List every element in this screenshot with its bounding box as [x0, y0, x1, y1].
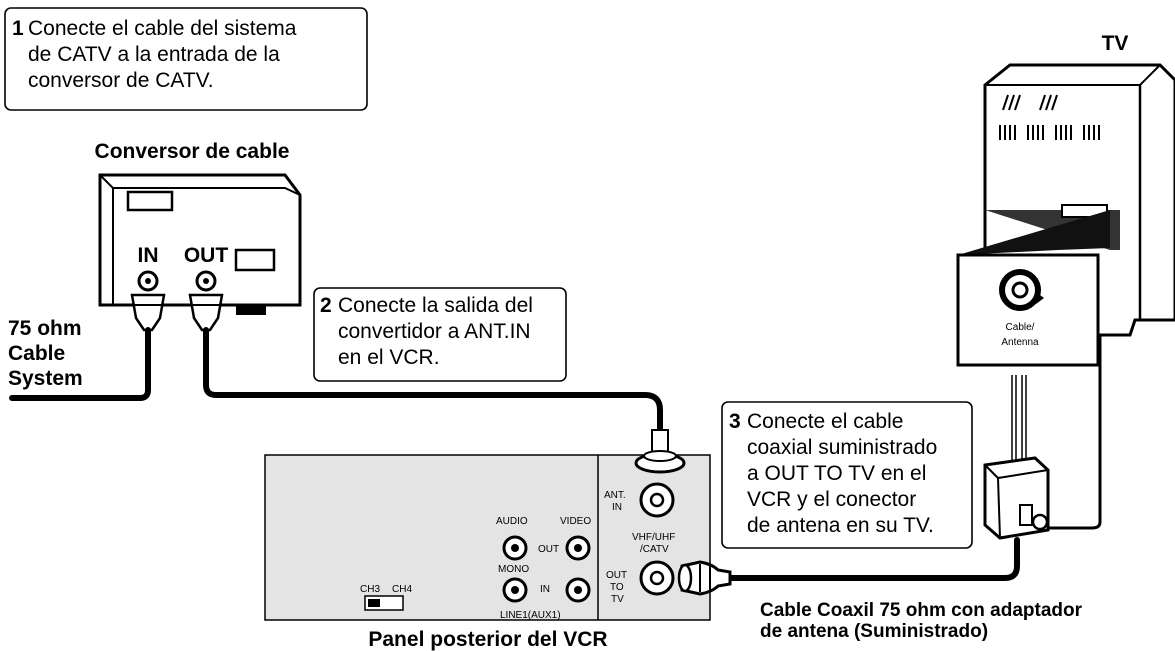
antenna-adaptor	[983, 375, 1050, 540]
cable-system-line-1: 75 ohm	[8, 317, 82, 340]
step-2-line-3: en el VCR.	[338, 346, 440, 369]
step-1-line-1: Conecte el cable del sistema	[28, 17, 297, 40]
vcr-to-tv-wire	[727, 537, 1020, 581]
step-3-line-1: Conecte el cable	[747, 410, 903, 433]
vcr-vhf-label-2: /CATV	[640, 544, 669, 555]
step-3-line-2: coaxial suministrado	[747, 436, 937, 459]
cable-system-wire	[9, 327, 151, 401]
step-2-line-2: convertidor a ANT.IN	[338, 320, 531, 343]
vcr-rear-panel: CH3 CH4 AUDIO VIDEO OUT MONO IN LINE1(AU…	[264, 454, 711, 621]
tv-jack-label-2: Antenna	[1001, 337, 1039, 348]
step-2-number: 2	[320, 294, 332, 317]
coax-caption-line-2: de antena (Suministrado)	[760, 621, 988, 642]
vcr-line1-label: LINE1(AUX1)	[500, 610, 561, 621]
vcr-ch4-label: CH4	[392, 584, 412, 595]
step-3-line-3: a OUT TO TV en el	[747, 462, 926, 485]
vcr-mono-label: MONO	[498, 564, 529, 575]
step-1-number: 1	[12, 17, 24, 40]
cable-system-line-2: Cable	[8, 342, 65, 365]
vcr-av-out-label: OUT	[538, 544, 559, 555]
vcr-ant-in-label-1: ANT.	[604, 490, 626, 501]
cable-system-label: 75 ohm Cable System	[8, 317, 83, 390]
vcr-vhf-label-1: VHF/UHF	[632, 532, 675, 543]
vcr-out-to-tv-label-1: OUT	[606, 570, 627, 581]
converter-in-label: IN	[138, 244, 159, 267]
step-3-line-5: de antena en su TV.	[747, 514, 934, 537]
vcr-out-to-tv-label-3: TV	[611, 594, 624, 605]
step-2-box: 2 Conecte la salida del convertidor a AN…	[313, 287, 567, 382]
vcr-ant-in-label-2: IN	[612, 502, 622, 513]
tv-antenna-zoom-panel: Cable/ Antenna	[956, 253, 1100, 367]
vcr-ch3-label: CH3	[360, 584, 380, 595]
converter-out-label: OUT	[184, 244, 229, 267]
step-1-line-2: de CATV a la entrada de la	[28, 43, 280, 66]
step-1-box: 1 Conecte el cable del sistema de CATV a…	[4, 7, 368, 111]
cables	[9, 327, 1020, 581]
vcr-av-in-label: IN	[540, 584, 550, 595]
step-3-number: 3	[729, 410, 741, 433]
ant-in-connector	[634, 429, 686, 474]
tv-jack-label-1: Cable/	[1006, 322, 1035, 333]
vcr-out-to-tv-label-2: TO	[610, 582, 624, 593]
converter-to-vcr-wire	[203, 327, 663, 435]
step-3-box: 3 Conecte el cable coaxial suministrado …	[721, 401, 973, 549]
vcr-panel-title: Panel posterior del VCR	[368, 628, 607, 651]
cable-converter: IN OUT	[98, 173, 302, 332]
out-to-tv-connector	[677, 560, 732, 596]
cable-system-line-3: System	[8, 367, 83, 390]
step-2-line-1: Conecte la salida del	[338, 294, 533, 317]
vcr-audio-label: AUDIO	[496, 516, 528, 527]
vcr-video-label: VIDEO	[560, 516, 591, 527]
step-3-line-4: VCR y el conector	[747, 488, 916, 511]
step-1-line-3: conversor de CATV.	[28, 69, 214, 92]
converter-title: Conversor de cable	[95, 140, 290, 163]
tv-title: TV	[1102, 32, 1129, 55]
coax-caption-line-1: Cable Coaxil 75 ohm con adaptador	[760, 600, 1083, 621]
